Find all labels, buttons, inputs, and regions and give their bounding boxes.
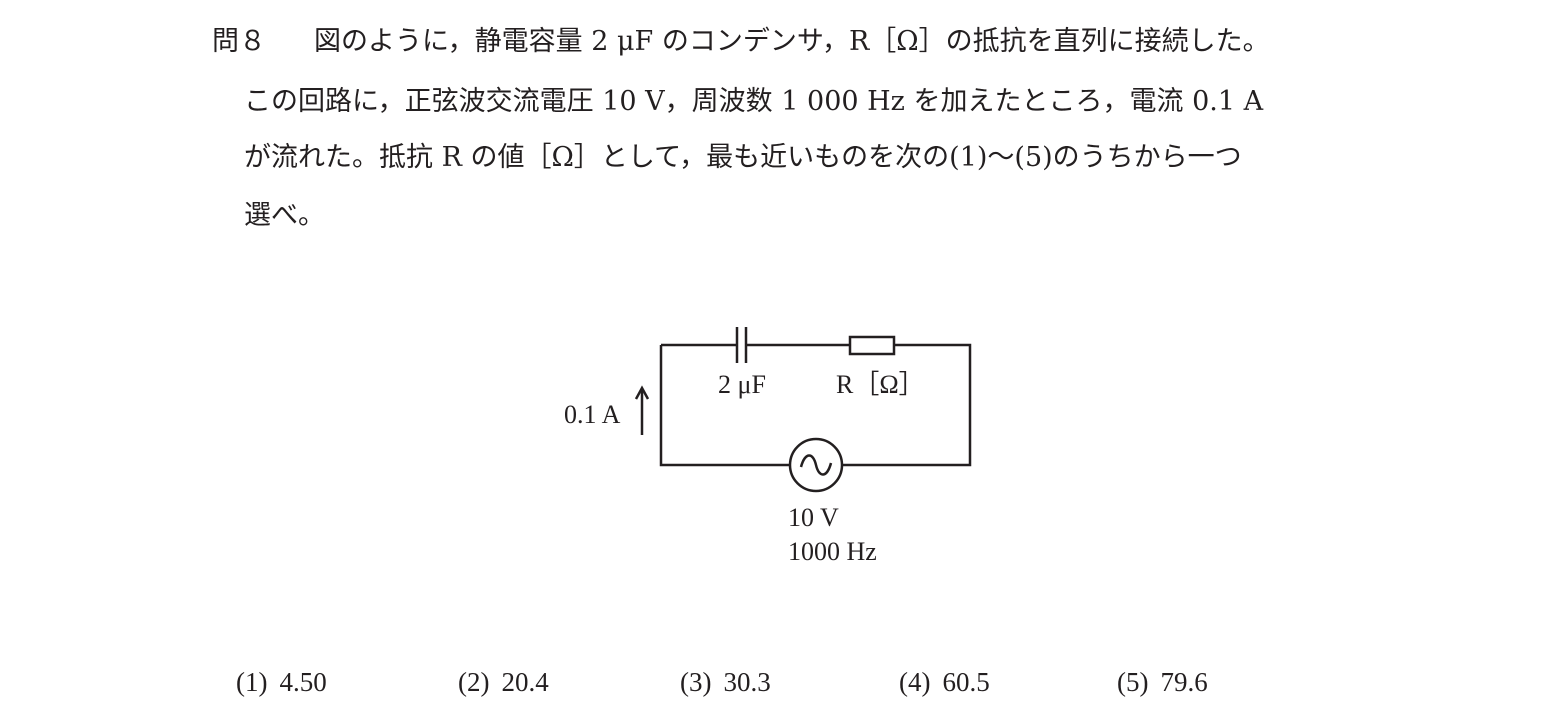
choice-number: (3) (680, 667, 712, 697)
choice-value: 79.6 (1160, 667, 1208, 697)
sine-wave-icon (799, 454, 833, 476)
choice-value: 20.4 (501, 667, 549, 697)
choice-number: (2) (458, 667, 490, 697)
choice-number: (1) (236, 667, 268, 697)
capacitor-label: 2 μF (718, 370, 766, 399)
question-line-4: 選べ。 (244, 200, 325, 231)
choice-value: 30.3 (723, 667, 771, 697)
choice-2[interactable]: (2) 20.4 (458, 669, 549, 696)
question-line-1: 問８ 図のように，静電容量 2 μF のコンデンサ，R［Ω］の抵抗を直列に接続した… (212, 28, 1270, 55)
choice-1[interactable]: (1) 4.50 (236, 669, 327, 696)
question-text-1: 図のように，静電容量 2 μF のコンデンサ，R［Ω］の抵抗を直列に接続した。 (314, 26, 1270, 57)
resistor (848, 335, 896, 356)
choice-value: 60.5 (942, 667, 990, 697)
frequency-label: 1000 Hz (788, 537, 877, 566)
resistor-label: R［Ω］ (836, 370, 925, 399)
choice-value: 4.50 (279, 667, 327, 697)
wire-bottom-left (659, 345, 790, 467)
question-line-3: が流れた。抵抗 R の値［Ω］として，最も近いものを次の(1)～(5)のうちから… (244, 142, 1242, 173)
choice-3[interactable]: (3) 30.3 (680, 669, 771, 696)
wire-top-right (842, 343, 972, 467)
choice-number: (4) (899, 667, 931, 697)
choice-4[interactable]: (4) 60.5 (899, 669, 990, 696)
current-label: 0.1 A (564, 400, 621, 429)
choice-5[interactable]: (5) 79.6 (1117, 669, 1208, 696)
choice-number: (5) (1117, 667, 1149, 697)
question-number: 問８ (212, 26, 266, 57)
question-line-2: この回路に，正弦波交流電圧 10 V，周波数 1 000 Hz を加えたところ，… (244, 86, 1264, 117)
voltage-label: 10 V (788, 503, 839, 532)
